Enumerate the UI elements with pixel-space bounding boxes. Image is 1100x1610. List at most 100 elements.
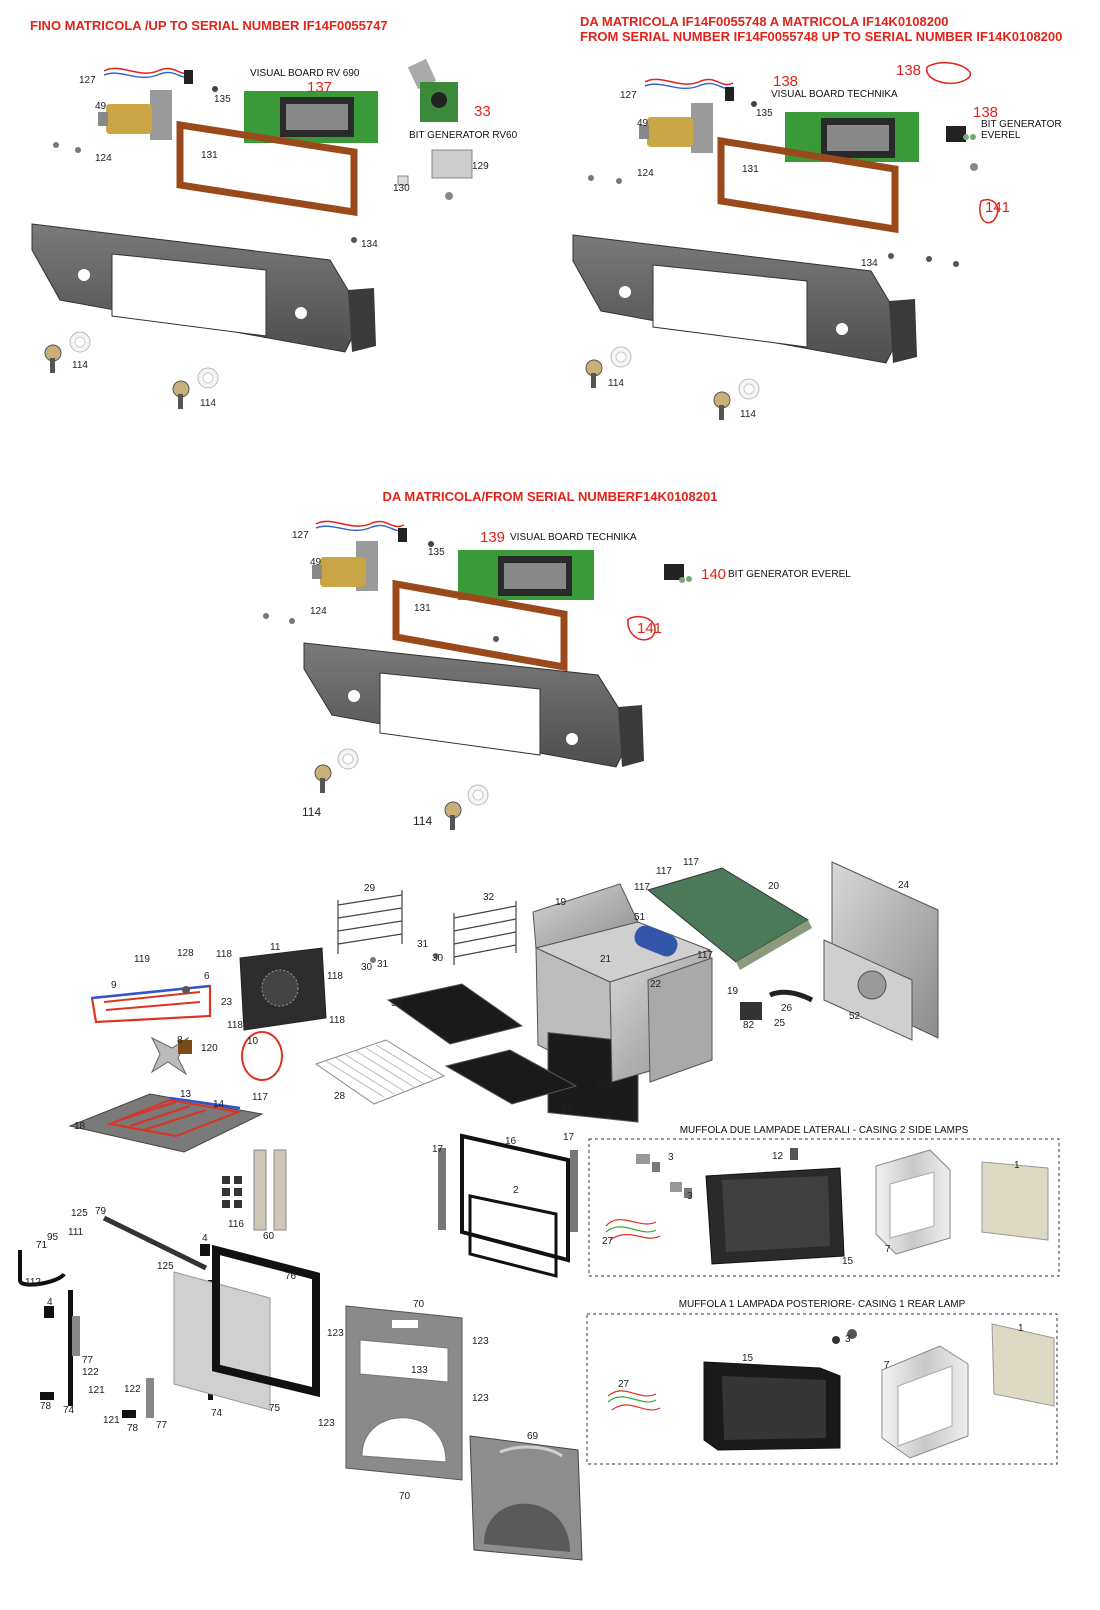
- part-label: 114: [413, 814, 433, 828]
- part-label: 123: [318, 1418, 335, 1429]
- part-label: 127: [620, 90, 637, 101]
- part-label-red: 33: [474, 103, 491, 120]
- part-label: 77: [156, 1420, 168, 1431]
- part-label: 70: [399, 1491, 411, 1502]
- part-label: 2: [513, 1185, 519, 1196]
- part-label: 15: [742, 1353, 754, 1364]
- part-label: 18: [597, 1078, 609, 1089]
- section3-drawing: [263, 520, 692, 830]
- part-label: 69: [527, 1431, 539, 1442]
- caption: VISUAL BOARD TECHNIKA: [771, 89, 898, 100]
- part-label: 60: [263, 1231, 275, 1242]
- part-label: 117: [634, 882, 650, 893]
- part-label: 51: [634, 912, 646, 923]
- part-label: 18: [74, 1121, 86, 1132]
- part-label: 52: [849, 1011, 861, 1022]
- part-label: 13: [180, 1089, 192, 1100]
- part-label-red: 137: [307, 79, 333, 96]
- part-label: 121: [103, 1415, 120, 1426]
- part-label: 9: [111, 980, 117, 991]
- part-label: 20: [768, 881, 780, 892]
- part-label: 7: [885, 1244, 891, 1255]
- part-label: 131: [201, 150, 218, 161]
- part-label: 130: [393, 183, 410, 194]
- part-label: 124: [637, 168, 654, 179]
- caption: BIT GENERATOR: [981, 119, 1062, 130]
- part-label: 22: [650, 979, 662, 990]
- part-label: 49: [637, 118, 649, 129]
- part-label: 7: [884, 1360, 890, 1371]
- section1-title: FINO MATRICOLA /UP TO SERIAL NUMBER IF14…: [30, 18, 388, 33]
- part-label: 116: [228, 1219, 244, 1230]
- part-label: 122: [124, 1384, 141, 1395]
- box-rear-lamp-title: MUFFOLA 1 LAMPADA POSTERIORE- CASING 1 R…: [678, 1299, 966, 1310]
- part-label: 117: [697, 950, 713, 961]
- part-label-red: 138: [973, 104, 999, 121]
- section2-title-line1: DA MATRICOLA IF14F0055748 A MATRICOLA IF…: [580, 14, 949, 29]
- box-side-lamps-title: MUFFOLA DUE LAMPADE LATERALI - CASING 2 …: [679, 1125, 969, 1136]
- part-label: 117: [252, 1092, 268, 1103]
- section2-title-line2: FROM SERIAL NUMBER IF14F0055748 UP TO SE…: [580, 29, 1063, 44]
- part-label: 1: [1018, 1323, 1024, 1334]
- part-label: 12: [772, 1151, 784, 1162]
- part-label-red: 139: [480, 529, 506, 546]
- part-label: 122: [82, 1367, 99, 1378]
- part-label: 28: [334, 1091, 346, 1102]
- part-label: 123: [472, 1393, 489, 1404]
- part-label: 121: [88, 1385, 105, 1396]
- part-label: 10: [247, 1036, 259, 1047]
- part-label: 114: [200, 398, 216, 409]
- part-label: 123: [472, 1336, 489, 1347]
- part-label: 112: [25, 1277, 41, 1288]
- part-label: 129: [472, 161, 489, 172]
- caption: VISUAL BOARD RV 690: [250, 68, 360, 79]
- part-label: 95: [47, 1232, 59, 1243]
- part-label: 134: [861, 258, 878, 269]
- caption: EVEREL: [981, 130, 1021, 141]
- part-label: 75: [269, 1403, 281, 1414]
- part-label: 114: [72, 360, 88, 371]
- caption: BIT GENERATOR EVEREL: [728, 569, 851, 580]
- part-label: 79: [95, 1206, 107, 1217]
- part-label: 23: [221, 997, 233, 1008]
- part-label: 78: [127, 1423, 139, 1434]
- part-label: 31: [417, 939, 429, 950]
- part-label: 11: [270, 942, 281, 953]
- part-label: 131: [742, 164, 759, 175]
- part-label: 76: [285, 1271, 297, 1282]
- caption: VISUAL BOARD TECHNIKA: [510, 532, 637, 543]
- part-label-red: 138: [773, 73, 799, 90]
- part-label: 123: [327, 1328, 344, 1339]
- part-label: 77: [82, 1355, 94, 1366]
- part-label: 27: [602, 1236, 614, 1247]
- part-label: 6: [204, 971, 210, 982]
- part-label: 26: [781, 1003, 793, 1014]
- caption: BIT GENERATOR RV60: [409, 130, 518, 141]
- part-label-red: 140: [701, 566, 727, 583]
- part-label: 31: [377, 959, 389, 970]
- part-label: 3: [668, 1152, 674, 1163]
- part-label: 78: [40, 1401, 52, 1412]
- part-label: 120: [201, 1043, 218, 1054]
- section1-drawing: [31, 58, 473, 409]
- part-label: 134: [361, 239, 378, 250]
- section3-title: DA MATRICOLA/FROM SERIAL NUMBERF14K01082…: [382, 489, 718, 504]
- part-label: 4: [202, 1233, 208, 1244]
- box-rear-lamp: [586, 1313, 1058, 1465]
- part-label-red: 138: [896, 62, 922, 79]
- part-label: 24: [898, 880, 910, 891]
- part-label: 70: [413, 1299, 425, 1310]
- box-side-lamps: [588, 1138, 1060, 1277]
- part-label: 71: [36, 1240, 48, 1251]
- part-label: 1: [1014, 1160, 1020, 1171]
- part-label: 27: [618, 1379, 630, 1390]
- part-label: 82: [743, 1020, 755, 1031]
- part-label: 119: [134, 954, 150, 965]
- part-label: 114: [302, 805, 322, 819]
- part-label: 50: [562, 1103, 574, 1114]
- part-label: 53: [391, 998, 403, 1009]
- part-label: 21: [600, 954, 612, 965]
- part-label: 111: [68, 1227, 84, 1238]
- part-label: 117: [683, 857, 699, 868]
